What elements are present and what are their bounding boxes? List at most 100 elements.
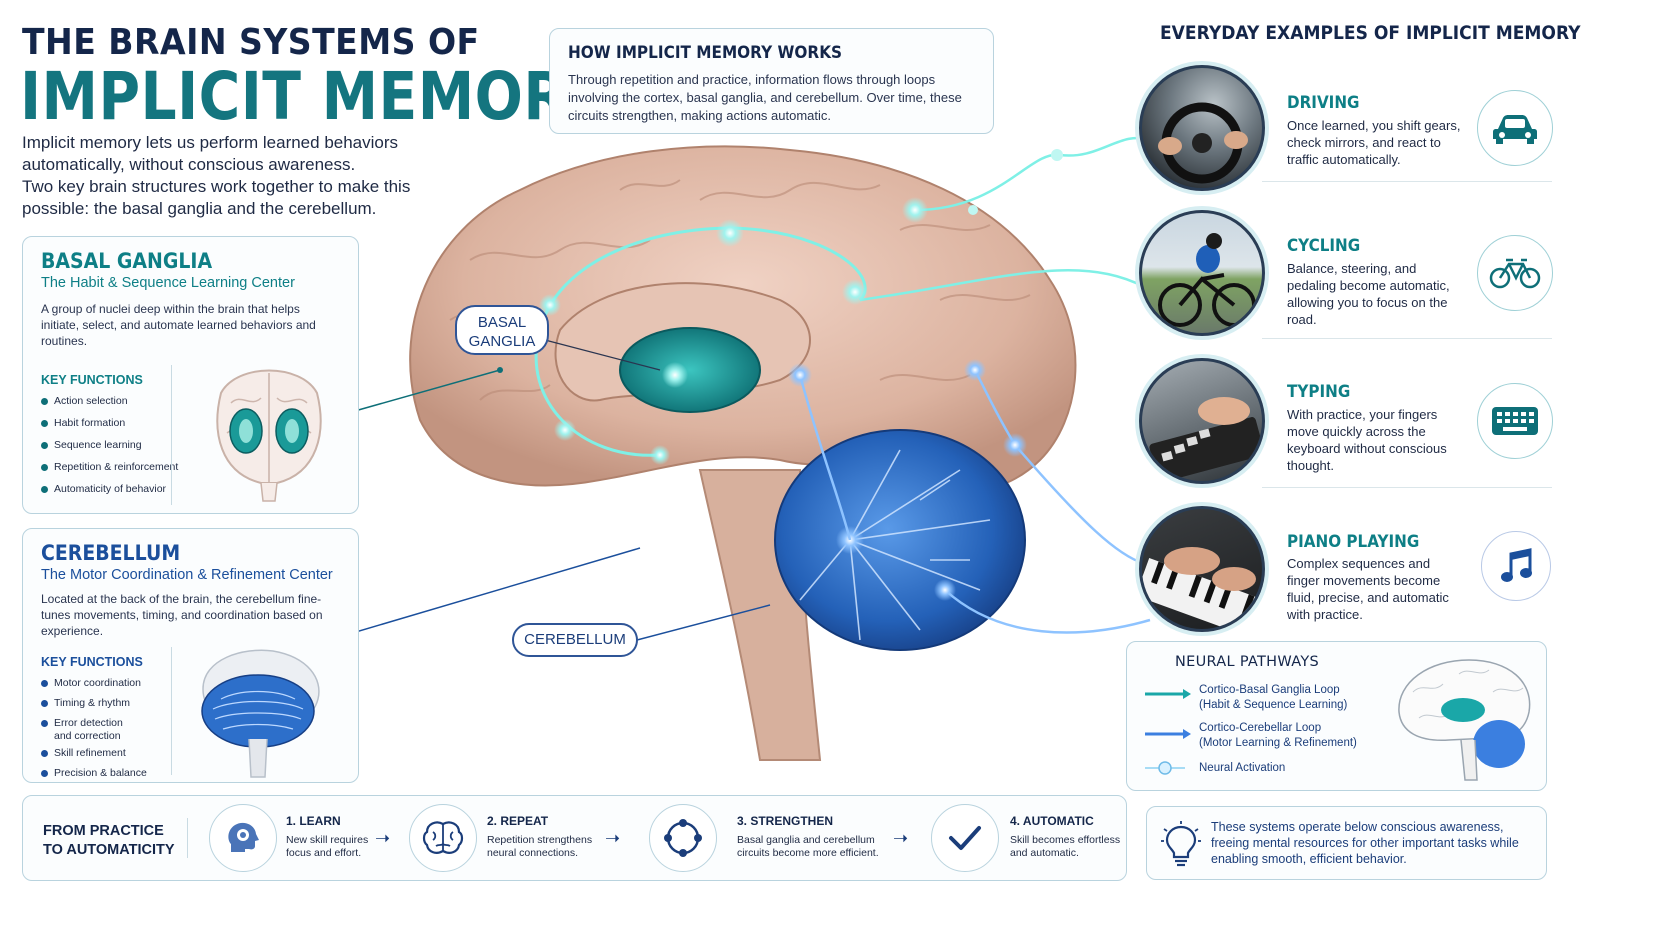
step-text-line: and automatic. <box>1010 847 1079 859</box>
callout-basal-line2: GANGLIA <box>468 333 536 350</box>
basal-ganglia-structure <box>619 327 761 413</box>
basal-ganglia-title: BASAL GANGLIA <box>41 249 213 273</box>
neural-pathways-title: NEURAL PATHWAYS <box>1175 654 1319 670</box>
step-text-line: focus and effort. <box>286 847 362 859</box>
example-separator <box>1262 487 1552 488</box>
function-item: Skill refinement <box>41 747 147 760</box>
basal-ganglia-key-functions: KEY FUNCTIONS Action selection Habit for… <box>41 373 178 505</box>
pathway-sublabel: (Motor Learning & Refinement) <box>1199 737 1357 749</box>
cerebellum-callout: CEREBELLUM <box>512 623 638 657</box>
pathway-item-cerebellar: Cortico-Cerebellar Loop (Motor Learning … <box>1199 721 1357 751</box>
key-functions-label: KEY FUNCTIONS <box>41 373 143 387</box>
intro-paragraph-2: Two key brain structures work together t… <box>22 177 411 218</box>
intro-paragraph-1: Implicit memory lets us perform learned … <box>22 133 399 174</box>
function-item: Timing & rhythm <box>41 697 147 710</box>
function-item: Precision & balance <box>41 767 147 780</box>
function-item: Automaticity of behavior <box>41 483 178 496</box>
cerebellum-subtitle: The Motor Coordination & Refinement Cent… <box>41 567 333 583</box>
cycling-photo <box>1139 210 1265 336</box>
pathway-item-basal: Cortico-Basal Ganglia Loop (Habit & Sequ… <box>1199 683 1347 713</box>
neural-pathways-panel: NEURAL PATHWAYS Cortico-Basal Ganglia Lo… <box>1126 641 1547 791</box>
step-title: 4. AUTOMATIC <box>1010 814 1094 828</box>
example-separator <box>1262 181 1552 182</box>
driving-photo <box>1139 65 1265 191</box>
note-text: These systems operate below conscious aw… <box>1211 820 1519 866</box>
head-gear-icon <box>209 804 277 872</box>
process-label-line1: FROM PRACTICE <box>43 823 164 839</box>
lightbulb-icon <box>1161 821 1201 867</box>
step-text: Skill becomes effortless and automatic. <box>1010 834 1120 860</box>
cerebellum-title: CEREBELLUM <box>41 541 181 565</box>
typing-photo <box>1139 358 1265 484</box>
process-label: FROM PRACTICE TO AUTOMATICITY <box>43 822 175 860</box>
function-item: Action selection <box>41 395 178 408</box>
pathway-legend-markers <box>1145 689 1191 775</box>
music-note-icon <box>1481 531 1551 601</box>
example-title-piano: PIANO PLAYING <box>1287 532 1420 551</box>
how-it-works-text: Through repetition and practice, informa… <box>568 72 962 123</box>
step-text: Repetition strengthens neural connection… <box>487 834 592 860</box>
car-icon <box>1477 90 1553 166</box>
step-arrow-icon: ➝ <box>893 828 909 848</box>
checkmark-icon <box>931 804 999 872</box>
title-line-1: THE BRAIN SYSTEMS OF <box>22 22 480 63</box>
step-arrow-icon: ➝ <box>605 828 621 848</box>
bicycle-icon <box>1477 235 1553 311</box>
example-title-typing: TYPING <box>1287 382 1351 401</box>
note-panel: These systems operate below conscious aw… <box>1146 806 1547 880</box>
example-text-piano: Complex sequences and finger movements b… <box>1287 556 1449 622</box>
basal-ganglia-description: A group of nuclei deep within the brain … <box>41 302 316 348</box>
example-title-driving: DRIVING <box>1287 93 1360 112</box>
piano-photo <box>1139 506 1265 632</box>
example-separator <box>1262 338 1552 339</box>
step-title: 1. LEARN <box>286 814 341 828</box>
example-text-cycling: Balance, steering, and pedaling become a… <box>1287 261 1450 327</box>
example-text-driving: Once learned, you shift gears, check mir… <box>1287 118 1461 167</box>
step-text-line: New skill requires <box>286 834 369 846</box>
examples-title: EVERYDAY EXAMPLES OF IMPLICIT MEMORY <box>1160 22 1581 44</box>
callout-cerebellum-text: CEREBELLUM <box>524 631 626 648</box>
cerebellum-thumbnail <box>201 649 320 778</box>
cerebellum-key-functions: KEY FUNCTIONS Motor coordination Timing … <box>41 655 147 789</box>
example-text-typing: With practice, your fingers move quickly… <box>1287 407 1447 473</box>
how-it-works-title: HOW IMPLICIT MEMORY WORKS <box>568 43 843 63</box>
intro-text: Implicit memory lets us perform learned … <box>22 132 442 220</box>
process-bar: FROM PRACTICE TO AUTOMATICITY 1. LEARN N… <box>22 795 1127 881</box>
step-title: 3. STRENGTHEN <box>737 814 834 828</box>
cerebellum-structure <box>774 429 1026 651</box>
function-item: Repetition & reinforcement <box>41 461 178 474</box>
keyboard-icon <box>1477 383 1553 459</box>
pathway-label: Cortico-Cerebellar Loop <box>1199 722 1322 734</box>
pathway-label: Cortico-Basal Ganglia Loop <box>1199 684 1340 696</box>
cerebellum-description: Located at the back of the brain, the ce… <box>41 592 323 638</box>
function-item: Sequence learning <box>41 439 178 452</box>
key-functions-label: KEY FUNCTIONS <box>41 655 143 669</box>
step-arrow-icon: ➝ <box>375 828 391 848</box>
basal-ganglia-thumbnail <box>216 369 322 502</box>
pathway-sublabel: (Habit & Sequence Learning) <box>1199 699 1348 711</box>
brain-icon <box>409 804 477 872</box>
step-text-line: Repetition strengthens <box>487 834 593 846</box>
pathway-label: Neural Activation <box>1199 762 1286 774</box>
function-item: Motor coordination <box>41 677 147 690</box>
step-title: 2. REPEAT <box>487 814 549 828</box>
basal-ganglia-subtitle: The Habit & Sequence Learning Center <box>41 275 295 291</box>
step-text-line: neural connections. <box>487 847 579 859</box>
basal-ganglia-callout: BASAL GANGLIA <box>455 305 549 355</box>
process-label-line2: TO AUTOMATICITY <box>43 842 175 858</box>
how-it-works-panel: HOW IMPLICIT MEMORY WORKS Through repeti… <box>549 28 994 134</box>
function-item: Error detection and correction <box>41 717 131 743</box>
basal-ganglia-panel: BASAL GANGLIA The Habit & Sequence Learn… <box>22 236 359 514</box>
pathways-brain-thumbnail <box>1398 659 1531 781</box>
step-text-line: Skill becomes effortless <box>1010 834 1121 846</box>
step-text-line: Basal ganglia and cerebellum <box>737 834 875 846</box>
pathway-item-activation: Neural Activation <box>1199 761 1285 776</box>
step-text: New skill requires focus and effort. <box>286 834 368 860</box>
function-item: Habit formation <box>41 417 178 430</box>
step-text-line: circuits become more efficient. <box>737 847 879 859</box>
callout-basal-line1: BASAL <box>477 314 527 331</box>
cycle-icon <box>649 804 717 872</box>
cerebellum-panel: CEREBELLUM The Motor Coordination & Refi… <box>22 528 359 783</box>
example-title-cycling: CYCLING <box>1287 236 1361 255</box>
